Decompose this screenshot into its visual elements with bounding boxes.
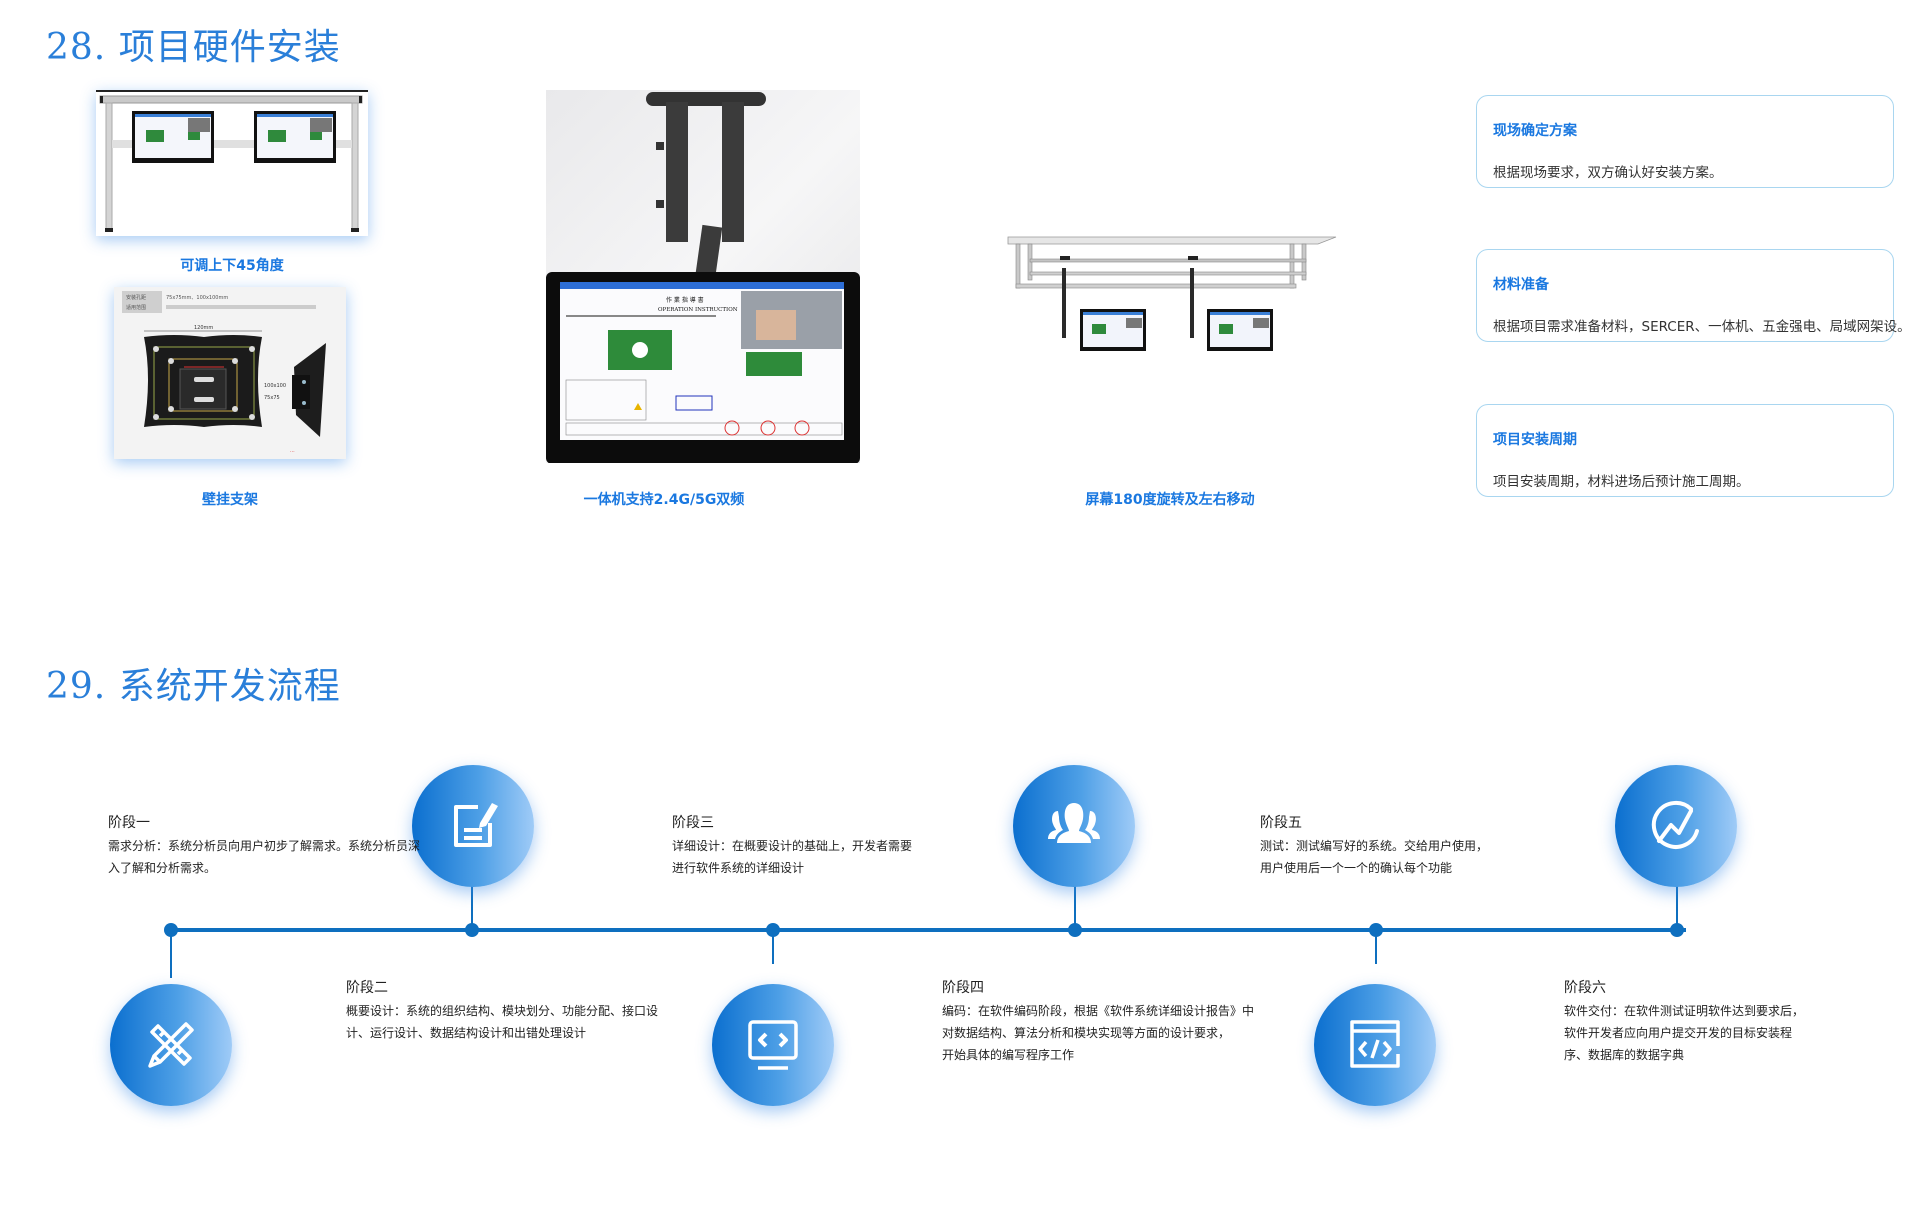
stage-desc-line: 测试：测试编写好的系统。交给用户使用， [1260,839,1489,853]
screen-heading-en: OPERATION INSTRUCTION [658,307,738,313]
stage-name: 阶段四 [942,980,984,996]
image-caption: 可调上下45角度 [180,258,284,274]
stage-desc-line: 计、运行设计、数据结构设计和出错处理设计 [346,1026,587,1040]
stage-desc-line: 详细设计：在概要设计的基础上，开发者需要 [672,839,913,853]
stage-desc-line: 用户使用后一个一个的确认每个功能 [1260,861,1453,875]
info-card-materials: 材料准备 根据项目需求准备材料，SERCER、一体机、五金强电、局域网架设。 [1476,249,1911,342]
stage-desc-line: 序、数据库的数据字典 [1564,1048,1685,1062]
timeline-stem [772,930,774,964]
card-body: 项目安装周期，材料进场后预计施工周期。 [1493,474,1750,490]
stage-desc-line: 需求分析：系统分析员向用户初步了解需求。系统分析员深 [108,839,421,853]
card-title: 材料准备 [1493,277,1549,293]
stage-desc-line: 开始具体的编写程序工作 [942,1048,1075,1062]
stage-name: 阶段五 [1260,815,1302,831]
stage-1: 阶段一 需求分析：系统分析员向用户初步了解需求。系统分析员深 入了解和分析需求。 [108,812,448,879]
stage-name: 阶段三 [672,815,714,831]
info-card-onsite-plan: 现场确定方案 根据现场要求，双方确认好安装方案。 [1476,95,1894,188]
stage-circle [1013,765,1135,887]
image-caption: 屏幕180度旋转及左右移动 [1085,492,1255,508]
browser-code-icon [1350,1020,1400,1068]
spec-label: 适用范围 [126,304,146,311]
timeline-dot [465,923,479,937]
stage-desc-line: 软件交付：在软件测试证明软件达到要求后， [1564,1004,1805,1018]
stage-circle [110,984,232,1106]
image-caption: 一体机支持2.4G/5G双频 [583,492,745,508]
stage-6: 阶段六 软件交付：在软件测试证明软件达到要求后， 软件开发者应向用户提交开发的目… [1564,977,1844,1066]
stage-circle [1314,984,1436,1106]
timeline-stem [471,880,473,930]
monitor-code-icon [748,1020,798,1070]
stage-name: 阶段一 [108,815,150,831]
timeline-stem [1375,930,1377,964]
stage-4: 阶段四 编码：在软件编码阶段，根据《软件系统详细设计报告》中 对数据结构、算法分… [942,977,1272,1066]
timeline-dot [1068,923,1082,937]
stage-circle [412,765,534,887]
dimension-label: 120mm [194,325,213,331]
stage-2: 阶段二 概要设计：系统的组织结构、模块划分、功能分配、接口设 计、运行设计、数据… [346,977,666,1044]
ceiling-rail-monitors-image [1000,232,1340,362]
card-body: 根据项目需求准备材料，SERCER、一体机、五金强电、局域网架设。 [1493,319,1911,335]
all-in-one-monitor-image: 作 業 指 導 書 OPERATION INSTRUCTION [546,90,860,463]
image-caption: 壁挂支架 [202,492,258,508]
timeline-stem [1074,880,1076,930]
timeline-stem [170,930,172,978]
stage-desc-line: 编码：在软件编码阶段，根据《软件系统详细设计报告》中 [942,1004,1255,1018]
stage-desc-line: 软件开发者应向用户提交开发的目标安装程 [1564,1026,1793,1040]
section-title-hardware-install: 28. 项目硬件安装 [46,27,341,68]
stage-desc-line: 入了解和分析需求。 [108,861,217,875]
timeline-dot [1670,923,1684,937]
timeline-stem [1676,880,1678,930]
spec-label: 安装孔距 [126,294,146,301]
stage-3: 阶段三 详细设计：在概要设计的基础上，开发者需要 进行软件系统的详细设计 [672,812,972,879]
frame-with-two-monitors-image [96,90,368,236]
users-group-icon [1048,803,1100,843]
spec-value: 75x75mm、100x100mm [166,295,228,301]
screen-heading-cn: 作 業 指 導 書 [666,296,704,304]
card-body: 根据现场要求，双方确认好安装方案。 [1493,165,1723,181]
stage-circle [712,984,834,1106]
info-card-install-period: 项目安装周期 项目安装周期，材料进场后预计施工周期。 [1476,404,1894,497]
stage-name: 阶段六 [1564,980,1606,996]
timeline-line [170,928,1686,932]
stage-desc-line: 对数据结构、算法分析和模块实现等方面的设计要求， [942,1026,1231,1040]
dimension-label: 75x75 [264,395,280,401]
dimension-label: 100x100 [264,383,286,389]
stage-name: 阶段二 [346,980,388,996]
stage-desc-line: 进行软件系统的详细设计 [672,861,805,875]
trend-chart-icon [1651,801,1699,849]
stage-circle [1615,765,1737,887]
stage-5: 阶段五 测试：测试编写好的系统。交给用户使用， 用户使用后一个一个的确认每个功能 [1260,812,1560,879]
pencil-ruler-icon [148,1022,194,1068]
stage-desc-line: 概要设计：系统的组织结构、模块划分、功能分配、接口设 [346,1004,659,1018]
card-title: 现场确定方案 [1493,123,1577,139]
edit-document-icon [454,803,498,847]
section-title-dev-process: 29. 系统开发流程 [46,666,341,707]
wall-mount-bracket-image: 安装孔距 适用范围 75x75mm、100x100mm 120mm 100x10… [114,287,346,459]
card-title: 项目安装周期 [1493,432,1577,448]
svg-text:···: ··· [290,449,295,455]
